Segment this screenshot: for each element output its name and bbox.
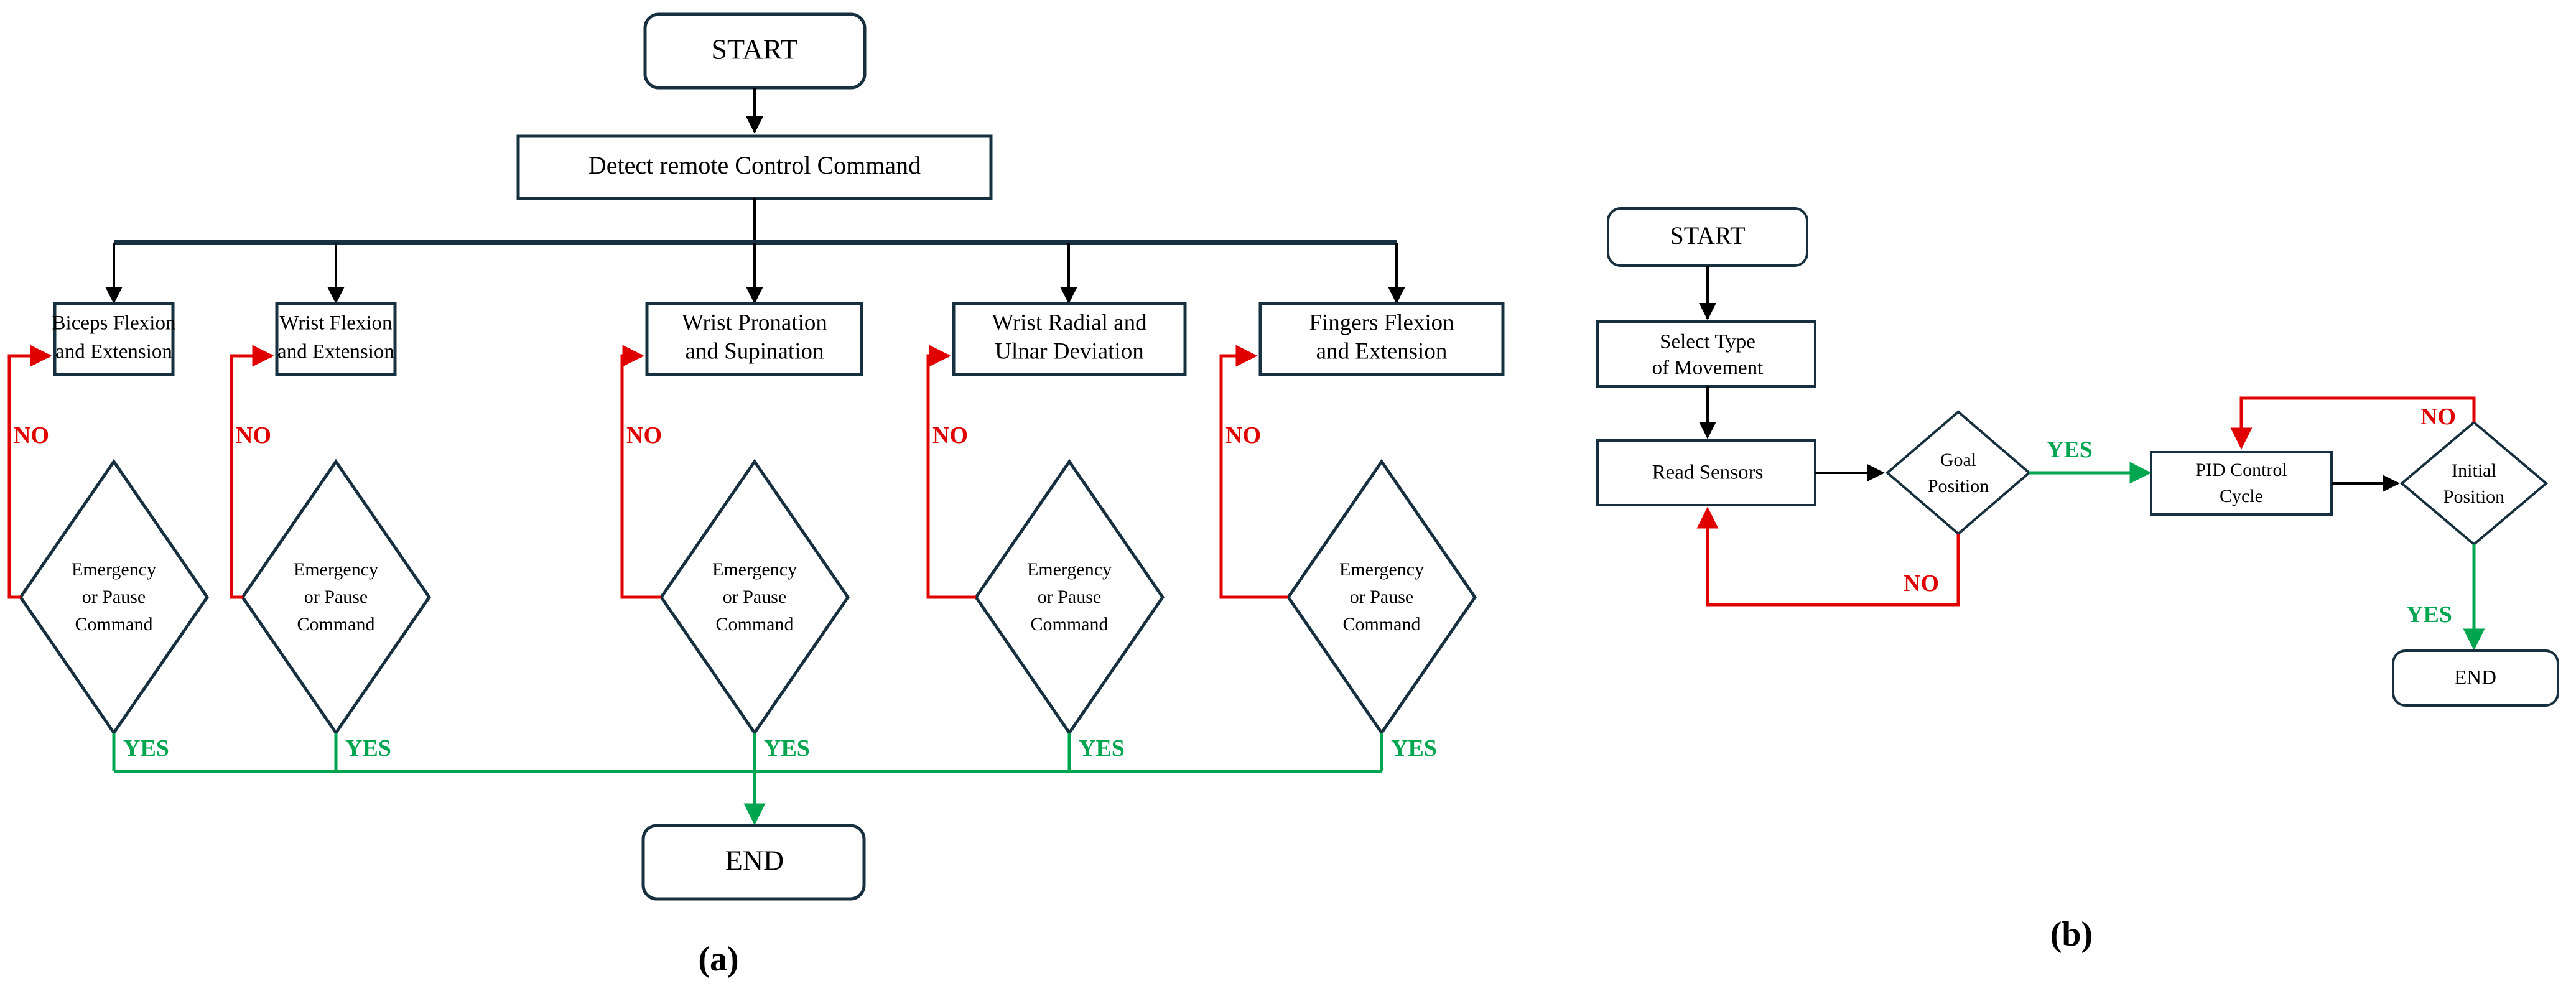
- edge-b-initial-no-loop: [2230, 396, 2476, 450]
- b-goal-line2: Position: [1928, 476, 1989, 496]
- process-4-shape: [952, 302, 1187, 376]
- panel-a-end-node[interactable]: END: [641, 824, 866, 901]
- yes-label-4: YES: [1079, 735, 1125, 761]
- decision-4-line3: Command: [1031, 614, 1109, 635]
- b-select-line1: Select Type: [1660, 331, 1755, 353]
- process-2-line1: Wrist Flexion: [279, 312, 392, 335]
- panel-b: START Select Type of Movement Read Senso…: [1596, 207, 2559, 954]
- b-initial-line1: Initial: [2452, 460, 2496, 481]
- b-goal-line1: Goal: [1940, 450, 1976, 470]
- panel-a-branch-2: Wrist Flexion and Extension Emergency or…: [230, 302, 432, 771]
- decision-4-line1: Emergency: [1027, 559, 1112, 580]
- b-initial-no-label: NO: [2420, 404, 2456, 430]
- b-start-label: START: [1670, 221, 1745, 249]
- b-goal-position-shape[interactable]: [1885, 410, 2032, 536]
- decision-2-line2: or Pause: [304, 587, 368, 607]
- panel-a: START Detect remote Control Command: [7, 12, 1505, 979]
- process-2-line2: and Extension: [277, 341, 394, 363]
- decision-2-line3: Command: [297, 614, 375, 635]
- panel-a-branch-3: Wrist Pronation and Supination Emergency…: [620, 302, 863, 771]
- panel-a-branch-4: Wrist Radial and Ulnar Deviation Emergen…: [926, 302, 1187, 771]
- panel-b-end-node[interactable]: END: [2392, 649, 2559, 707]
- b-end-label: END: [2454, 667, 2496, 689]
- process-node-3[interactable]: Wrist Pronation and Supination: [645, 302, 863, 376]
- process-4-line2: Ulnar Deviation: [995, 338, 1143, 364]
- yes-label-1: YES: [123, 735, 169, 761]
- process-node-4[interactable]: Wrist Radial and Ulnar Deviation: [952, 302, 1187, 376]
- decision-3-line1: Emergency: [712, 559, 797, 580]
- panel-a-branch-1: Biceps Flexion and Extension Emergency o…: [7, 302, 210, 771]
- process-node-1[interactable]: Biceps Flexion and Extension: [52, 302, 176, 376]
- yes-label-3: YES: [764, 735, 810, 761]
- no-label-4: NO: [932, 422, 968, 449]
- no-label-3: NO: [626, 422, 662, 449]
- decision-1-line2: or Pause: [82, 587, 146, 607]
- b-end-box-shape: [2392, 649, 2559, 707]
- decision-3-line3: Command: [716, 614, 794, 635]
- b-goal-yes-label: YES: [2047, 437, 2093, 463]
- panel-b-pid-node[interactable]: PID Control Cycle: [2150, 451, 2333, 516]
- yes-label-5: YES: [1391, 735, 1437, 761]
- end-label: END: [725, 845, 784, 877]
- process-3-line1: Wrist Pronation: [682, 310, 827, 335]
- decision-5-line2: or Pause: [1350, 587, 1413, 607]
- process-1-line2: and Extension: [55, 341, 172, 363]
- process-1-line1: Biceps Flexion: [52, 312, 176, 335]
- decision-4-line2: or Pause: [1038, 587, 1101, 607]
- no-label-2: NO: [236, 422, 271, 449]
- process-node-5[interactable]: Fingers Flexion and Extension: [1258, 302, 1505, 376]
- panel-b-read-sensors-node[interactable]: Read Sensors: [1596, 439, 1816, 506]
- b-read-box-shape: [1596, 439, 1816, 506]
- decision-1-line3: Command: [75, 614, 153, 635]
- process-5-line2: and Extension: [1316, 338, 1448, 364]
- decision-5-line3: Command: [1343, 614, 1421, 635]
- no-label-5: NO: [1225, 422, 1261, 449]
- process-node-2[interactable]: Wrist Flexion and Extension: [275, 302, 397, 376]
- decision-5-line1: Emergency: [1339, 559, 1424, 580]
- decision-1-line1: Emergency: [72, 559, 156, 580]
- process-5-line1: Fingers Flexion: [1309, 310, 1454, 335]
- panel-b-select-movement-node[interactable]: Select Type of Movement: [1596, 320, 1816, 388]
- panel-a-detect-node[interactable]: Detect remote Control Command: [516, 134, 993, 200]
- b-read-label: Read Sensors: [1652, 462, 1764, 484]
- panel-a-caption: (a): [698, 940, 738, 979]
- detect-label: Detect remote Control Command: [588, 151, 921, 179]
- process-1-shape: [53, 302, 175, 376]
- b-initial-yes-label: YES: [2406, 602, 2452, 628]
- process-3-shape: [645, 302, 863, 376]
- b-initial-line2: Position: [2443, 486, 2504, 507]
- yes-label-2: YES: [345, 735, 391, 761]
- no-label-1: NO: [14, 422, 49, 449]
- edge-no-loop-1: [7, 345, 52, 599]
- b-initial-position-shape[interactable]: [2399, 421, 2549, 546]
- b-select-box-shape: [1596, 320, 1816, 388]
- b-pid-box-shape: [2150, 451, 2333, 516]
- start-label: START: [711, 34, 797, 65]
- b-pid-line1: PID Control: [2195, 460, 2287, 480]
- process-2-shape: [275, 302, 397, 376]
- end-box-shape: [641, 824, 866, 901]
- edge-no-loop-3: [620, 345, 661, 599]
- panel-b-caption: (b): [2050, 915, 2093, 954]
- edge-b-goal-no-loop: [1696, 506, 1960, 607]
- edge-no-loop-2: [230, 345, 274, 599]
- decision-2-line1: Emergency: [294, 559, 378, 580]
- b-select-line2: of Movement: [1652, 357, 1764, 379]
- edge-no-loop-5: [1219, 345, 1288, 599]
- panel-a-start-node[interactable]: START: [643, 12, 867, 90]
- process-3-line2: and Supination: [685, 338, 824, 364]
- process-4-line1: Wrist Radial and: [992, 310, 1147, 335]
- detect-box-shape: [516, 134, 993, 200]
- b-pid-line2: Cycle: [2220, 486, 2263, 506]
- b-goal-no-label: NO: [1904, 570, 1939, 597]
- edge-no-loop-4: [926, 345, 976, 599]
- panel-a-branch-5: Fingers Flexion and Extension Emergency …: [1219, 302, 1505, 771]
- process-5-shape: [1258, 302, 1505, 376]
- decision-3-line2: or Pause: [723, 587, 786, 607]
- panel-b-start-node[interactable]: START: [1607, 207, 1808, 267]
